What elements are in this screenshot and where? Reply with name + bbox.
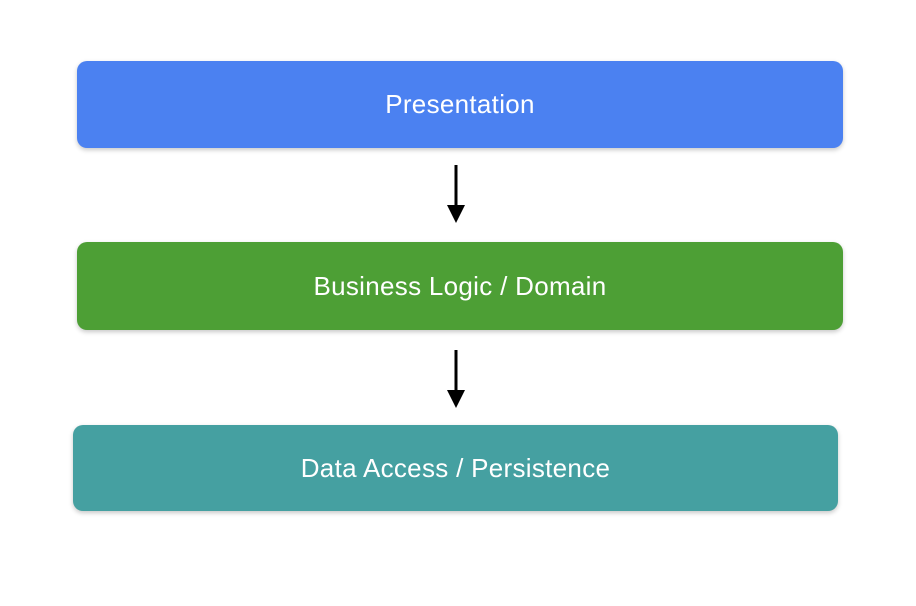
layer-box-data-access: Data Access / Persistence	[73, 425, 838, 511]
arrow-down-icon	[446, 165, 466, 223]
layer-label-data-access: Data Access / Persistence	[300, 452, 611, 483]
layer-label-business-logic: Business Logic / Domain	[313, 270, 607, 301]
layer-box-presentation: Presentation	[77, 61, 843, 148]
layer-box-business-logic: Business Logic / Domain	[77, 242, 843, 330]
layer-label-presentation: Presentation	[385, 89, 535, 119]
arrow-down-icon	[446, 350, 466, 408]
